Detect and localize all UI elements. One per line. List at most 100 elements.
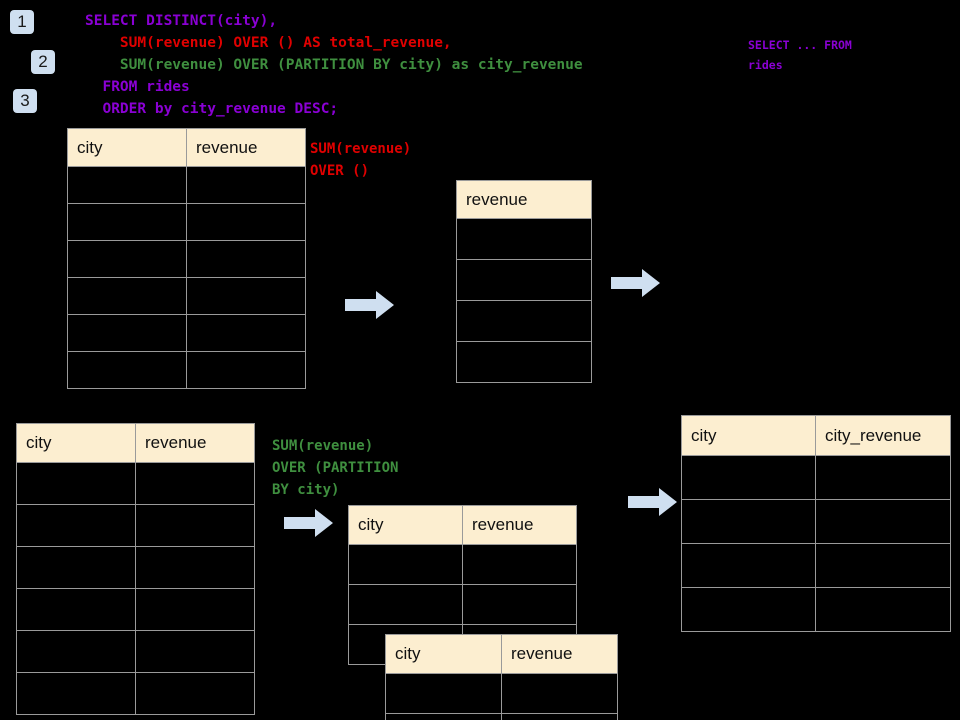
table-header-row: city city_revenue bbox=[681, 415, 951, 456]
cell-city-revenue bbox=[815, 543, 951, 588]
arrow-total-to-result bbox=[611, 269, 660, 297]
table-header-row: city revenue bbox=[67, 128, 306, 167]
table-row bbox=[348, 584, 577, 625]
cell-revenue bbox=[186, 277, 306, 315]
cell-city bbox=[67, 314, 187, 352]
table-row bbox=[348, 544, 577, 585]
cell-city-revenue bbox=[815, 455, 951, 500]
cell-city bbox=[348, 584, 463, 625]
cell-city bbox=[16, 462, 136, 505]
table-row bbox=[681, 455, 951, 500]
sql-line-city-revenue: SUM(revenue) OVER (PARTITION BY city) as… bbox=[85, 57, 583, 73]
step-badge-1[interactable]: 1 bbox=[10, 10, 34, 34]
cell-city bbox=[681, 543, 816, 588]
partition-group-table-front: city revenue bbox=[385, 634, 618, 720]
cell-revenue bbox=[135, 546, 255, 589]
side-note-select-from-line1: SELECT ... FROM bbox=[748, 38, 852, 52]
annotation-over-empty-line1: SUM(revenue) bbox=[310, 141, 412, 157]
cell-revenue bbox=[135, 630, 255, 673]
column-header-revenue: revenue bbox=[456, 180, 592, 219]
cell-city bbox=[67, 351, 187, 389]
cell-revenue bbox=[501, 673, 618, 714]
cell-revenue bbox=[462, 544, 577, 585]
column-header-city: city bbox=[67, 128, 187, 167]
column-header-city: city bbox=[16, 423, 136, 463]
sql-line-select-distinct: SELECT DISTINCT(city), bbox=[85, 13, 278, 29]
cell-city bbox=[16, 630, 136, 673]
rides-source-table-bottom: city revenue bbox=[16, 423, 255, 715]
cell-revenue bbox=[186, 351, 306, 389]
table-row bbox=[67, 314, 306, 352]
cell-revenue bbox=[462, 584, 577, 625]
cell-city bbox=[67, 240, 187, 278]
cell-revenue bbox=[501, 713, 618, 720]
table-header-row: city revenue bbox=[348, 505, 577, 545]
table-row bbox=[67, 277, 306, 315]
annotation-over-empty-line2: OVER () bbox=[310, 163, 370, 179]
column-header-revenue: revenue bbox=[135, 423, 255, 463]
arrow-partition-to-result bbox=[628, 488, 677, 516]
table-row bbox=[681, 499, 951, 544]
cell-revenue bbox=[135, 672, 255, 715]
sql-line-order-by: ORDER by city_revenue DESC; bbox=[85, 101, 339, 117]
table-row bbox=[67, 351, 306, 389]
cell-city bbox=[67, 277, 187, 315]
table-row bbox=[16, 546, 255, 589]
cell-revenue bbox=[456, 218, 592, 260]
table-row bbox=[16, 588, 255, 631]
annotation-over-partition-line3: BY city) bbox=[272, 482, 340, 498]
table-row bbox=[67, 166, 306, 204]
cell-revenue bbox=[456, 259, 592, 301]
table-row bbox=[456, 259, 592, 301]
cell-revenue bbox=[186, 203, 306, 241]
cell-revenue bbox=[135, 588, 255, 631]
cell-revenue bbox=[456, 341, 592, 383]
table-row bbox=[16, 630, 255, 673]
cell-city bbox=[16, 546, 136, 589]
cell-city bbox=[67, 203, 187, 241]
sql-line-from-rides: FROM rides bbox=[85, 79, 190, 95]
final-result-table: city city_revenue bbox=[681, 415, 951, 632]
sql-line-total-revenue: SUM(revenue) OVER () AS total_revenue, bbox=[85, 35, 452, 51]
table-row bbox=[16, 672, 255, 715]
column-header-revenue: revenue bbox=[186, 128, 306, 167]
cell-city bbox=[385, 713, 502, 720]
step-badge-3[interactable]: 3 bbox=[13, 89, 37, 113]
cell-revenue bbox=[456, 300, 592, 342]
column-header-revenue: revenue bbox=[462, 505, 577, 545]
column-header-city-revenue: city_revenue bbox=[815, 415, 951, 456]
cell-city bbox=[385, 673, 502, 714]
table-row bbox=[385, 673, 618, 714]
annotation-over-partition-line2: OVER (PARTITION bbox=[272, 460, 399, 476]
rides-source-table-top: city revenue bbox=[67, 128, 306, 389]
annotation-over-partition-line1: SUM(revenue) bbox=[272, 438, 374, 454]
cell-revenue bbox=[186, 166, 306, 204]
table-row bbox=[16, 462, 255, 505]
table-row bbox=[456, 300, 592, 342]
cell-city-revenue bbox=[815, 499, 951, 544]
table-row bbox=[385, 713, 618, 720]
table-row bbox=[681, 587, 951, 632]
cell-revenue bbox=[135, 504, 255, 547]
cell-revenue bbox=[186, 240, 306, 278]
arrow-source-to-partition bbox=[284, 509, 333, 537]
column-header-city: city bbox=[385, 634, 502, 674]
cell-revenue bbox=[186, 314, 306, 352]
table-row bbox=[456, 341, 592, 383]
table-row bbox=[67, 203, 306, 241]
table-row bbox=[456, 218, 592, 260]
side-note-select-from-line2: rides bbox=[748, 58, 783, 72]
table-header-row: revenue bbox=[456, 180, 592, 219]
cell-city bbox=[16, 672, 136, 715]
column-header-city: city bbox=[681, 415, 816, 456]
column-header-revenue: revenue bbox=[501, 634, 618, 674]
step-badge-2[interactable]: 2 bbox=[31, 50, 55, 74]
table-row bbox=[67, 240, 306, 278]
total-revenue-table: revenue bbox=[456, 180, 592, 383]
cell-city bbox=[348, 544, 463, 585]
cell-city-revenue bbox=[815, 587, 951, 632]
cell-city bbox=[67, 166, 187, 204]
cell-city bbox=[16, 504, 136, 547]
table-header-row: city revenue bbox=[16, 423, 255, 463]
